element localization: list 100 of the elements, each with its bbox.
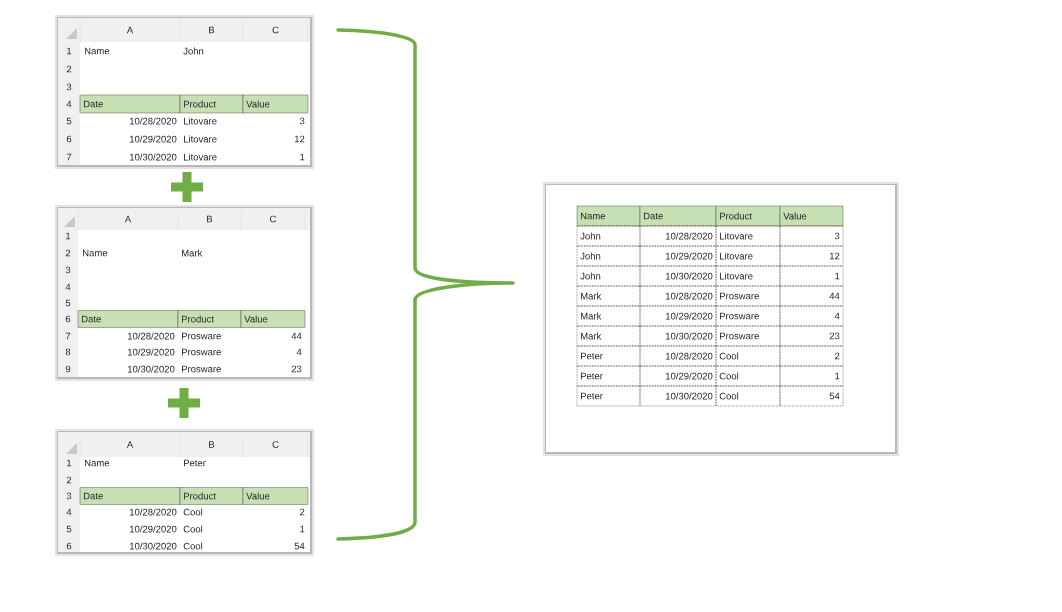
table-cell: 10/29/2020 xyxy=(639,245,717,267)
header-cell: Value xyxy=(240,310,306,328)
header-cell: Date xyxy=(639,205,717,227)
table-cell: 10/28/2020 xyxy=(639,345,717,367)
table-cell: John xyxy=(576,245,641,267)
cell-text: Litovare xyxy=(184,153,217,161)
cell-text: Prosware xyxy=(182,332,221,340)
header-cell: Value xyxy=(242,94,309,114)
cell-text: 10/30/2020 xyxy=(128,365,175,373)
cell-text: 10/28/2020 xyxy=(130,508,177,516)
cell-text: Cool xyxy=(183,508,203,516)
cell-text: 1 xyxy=(300,525,305,533)
table-cell: Cool xyxy=(715,365,781,387)
table-cell: 12 xyxy=(779,245,844,267)
table-cell: John xyxy=(576,265,641,287)
header-cell: Date xyxy=(79,487,181,505)
table-cell: Litovare xyxy=(715,245,781,267)
cell-text: Name xyxy=(85,47,110,55)
cell-text: 10/29/2020 xyxy=(130,525,177,533)
cell-text: Cool xyxy=(183,525,203,533)
cell-text: 23 xyxy=(291,365,302,373)
table-cell: Litovare xyxy=(715,265,781,287)
column-letter: C xyxy=(270,215,277,223)
header-cell: Product xyxy=(179,94,244,114)
row-number: 6 xyxy=(66,542,72,550)
cell-text: 10/30/2020 xyxy=(130,153,177,161)
row-number: 9 xyxy=(65,365,71,373)
cell-text: 3 xyxy=(299,117,305,125)
cell-text: Cool xyxy=(183,542,203,550)
column-letter: C xyxy=(272,441,279,448)
cell-text: 1 xyxy=(300,153,305,161)
row-number: 6 xyxy=(66,135,72,143)
table-cell: 10/29/2020 xyxy=(639,365,717,387)
cell-text: 2 xyxy=(300,508,305,516)
row-number: 8 xyxy=(65,348,71,356)
table-cell: 10/30/2020 xyxy=(639,385,717,407)
cell-text: 10/28/2020 xyxy=(130,117,177,125)
table-cell: Cool xyxy=(715,385,781,407)
table-cell: Peter xyxy=(576,345,641,367)
cell-text: Peter xyxy=(184,459,206,467)
row-number: 7 xyxy=(65,332,71,340)
row-number: 5 xyxy=(66,525,72,533)
table-cell: 10/29/2020 xyxy=(639,305,717,327)
row-number: 3 xyxy=(66,83,72,91)
row-number: 1 xyxy=(66,232,71,240)
header-cell: Product xyxy=(179,487,244,505)
table-cell: 10/30/2020 xyxy=(639,265,717,287)
header-cell: Date xyxy=(79,94,181,114)
cell-text: Prosware xyxy=(182,348,221,356)
row-number: 3 xyxy=(65,266,71,274)
cell-text: 10/29/2020 xyxy=(130,135,177,143)
cell-text: 44 xyxy=(291,332,302,340)
header-cell: Name xyxy=(576,205,641,227)
column-letter: B xyxy=(207,215,213,223)
cell-text: Name xyxy=(85,459,110,467)
row-number: 6 xyxy=(65,315,71,323)
row-number: 4 xyxy=(66,100,72,108)
cell-text: 10/30/2020 xyxy=(130,542,177,550)
column-letter: A xyxy=(126,26,134,34)
table-cell: 1 xyxy=(779,365,844,387)
cell-text: John xyxy=(183,47,204,55)
header-cell: Product xyxy=(715,205,781,227)
row-number: 1 xyxy=(67,459,72,467)
table-cell: Cool xyxy=(715,345,781,367)
table-cell: 1 xyxy=(779,265,844,287)
table-cell: 10/30/2020 xyxy=(639,325,717,347)
column-letter: A xyxy=(126,441,134,448)
header-cell: Value xyxy=(779,205,844,227)
table-cell: 3 xyxy=(779,225,844,247)
row-number: 7 xyxy=(66,153,72,161)
row-number: 1 xyxy=(67,47,72,55)
table-cell: Litovare xyxy=(715,225,781,247)
table-cell: Mark xyxy=(576,325,641,347)
column-letter: A xyxy=(124,215,132,223)
row-number: 4 xyxy=(65,283,71,291)
table-cell: Peter xyxy=(576,365,641,387)
cell-text: 4 xyxy=(296,348,302,356)
table-cell: Peter xyxy=(576,385,641,407)
table-cell: 10/28/2020 xyxy=(639,225,717,247)
row-number: 3 xyxy=(66,492,72,500)
row-number: 2 xyxy=(66,65,72,73)
row-number: 4 xyxy=(66,508,72,516)
table-cell: Mark xyxy=(576,285,641,307)
column-letter: B xyxy=(209,441,215,448)
cell-text: 10/29/2020 xyxy=(128,348,175,356)
cell-text: 12 xyxy=(294,135,305,143)
table-cell: 4 xyxy=(779,305,844,327)
table-cell: Mark xyxy=(576,305,641,327)
table-cell: 2 xyxy=(779,345,844,367)
table-cell: 23 xyxy=(779,325,844,347)
row-number: 5 xyxy=(65,299,71,307)
cell-text: Name xyxy=(83,249,108,257)
cell-text: Mark xyxy=(182,249,203,257)
header-cell: Value xyxy=(242,487,309,505)
cell-text: Prosware xyxy=(182,365,221,373)
table-cell: Prosware xyxy=(715,285,781,307)
header-cell: Product xyxy=(177,310,242,328)
cell-text: 54 xyxy=(294,542,305,550)
column-letter: C xyxy=(272,26,279,34)
row-number: 2 xyxy=(65,249,71,257)
